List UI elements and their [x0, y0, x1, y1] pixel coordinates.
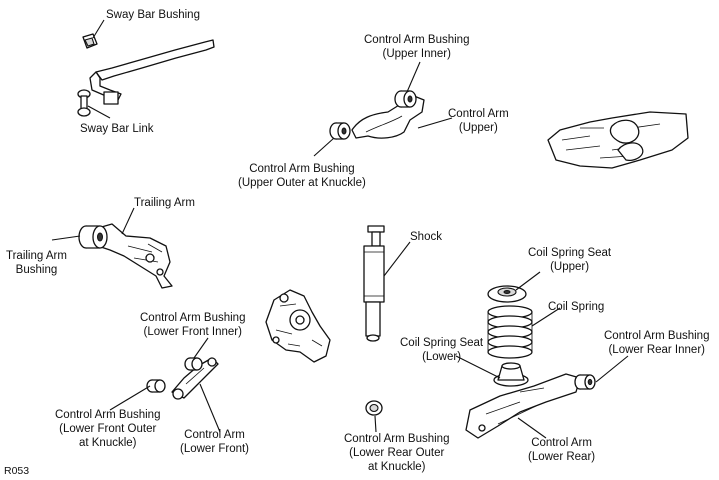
- label-control-arm-bushing-lower-rear-inner: Control Arm Bushing (Lower Rear Inner): [604, 330, 710, 356]
- label-control-arm-lower-front: Control Arm (Lower Front): [180, 429, 250, 455]
- label-coil-spring-seat-upper: Coil Spring Seat (Upper): [528, 247, 612, 273]
- trailing-arm-part: [97, 223, 173, 289]
- figure-code: R053: [4, 465, 30, 477]
- trailing-arm-bushing-part: [78, 225, 108, 249]
- leader-lines: [51, 19, 629, 439]
- label-control-arm-bushing-lower-front-inner: Control Arm Bushing (Lower Front Inner): [140, 312, 246, 338]
- label-shock: Shock: [410, 231, 442, 243]
- coil-spring-part: [487, 305, 533, 359]
- label-control-arm-bushing-lower-rear-outer: Control Arm Bushing (Lower Rear Outer at…: [344, 433, 450, 473]
- lower-front-inner-bushing-part: [184, 357, 203, 371]
- label-control-arm-bushing-lower-front-outer: Control Arm Bushing (Lower Front Outer a…: [55, 409, 161, 449]
- label-control-arm-bushing-upper-inner: Control Arm Bushing (Upper Inner): [364, 34, 470, 60]
- sway-bar-bushing-part: [82, 33, 98, 49]
- lower-rear-inner-bushing-part: [574, 374, 596, 390]
- control-arm-lower-rear-part: [465, 373, 581, 439]
- label-coil-spring: Coil Spring: [548, 301, 605, 313]
- label-sway-bar-link: Sway Bar Link: [80, 123, 154, 135]
- coil-spring-seat-upper-part: [487, 285, 527, 303]
- shock-part: [363, 225, 385, 342]
- sway-bar: [89, 39, 215, 101]
- label-coil-spring-seat-lower: Coil Spring Seat (Lower): [400, 337, 484, 363]
- upper-inner-bushing-part: [394, 90, 417, 108]
- lower-rear-outer-bushing-part: [365, 400, 383, 416]
- label-control-arm-upper: Control Arm (Upper): [448, 108, 509, 134]
- coil-spring-seat-lower-part: [493, 362, 529, 387]
- label-trailing-arm-bushing: Trailing Arm Bushing: [6, 250, 67, 276]
- steering-knuckle: [265, 289, 331, 363]
- label-control-arm-bushing-upper-outer: Control Arm Bushing (Upper Outer at Knuc…: [238, 163, 366, 189]
- lower-front-outer-bushing-part: [146, 379, 166, 393]
- control-arm-lower-front-part: [171, 357, 219, 400]
- label-control-arm-lower-rear: Control Arm (Lower Rear): [528, 437, 596, 463]
- frame-fragment: [547, 111, 689, 169]
- label-trailing-arm: Trailing Arm: [134, 197, 195, 209]
- upper-outer-bushing-part: [329, 122, 351, 140]
- label-sway-bar-bushing: Sway Bar Bushing: [106, 9, 200, 21]
- sway-bar-link-part: [77, 89, 119, 117]
